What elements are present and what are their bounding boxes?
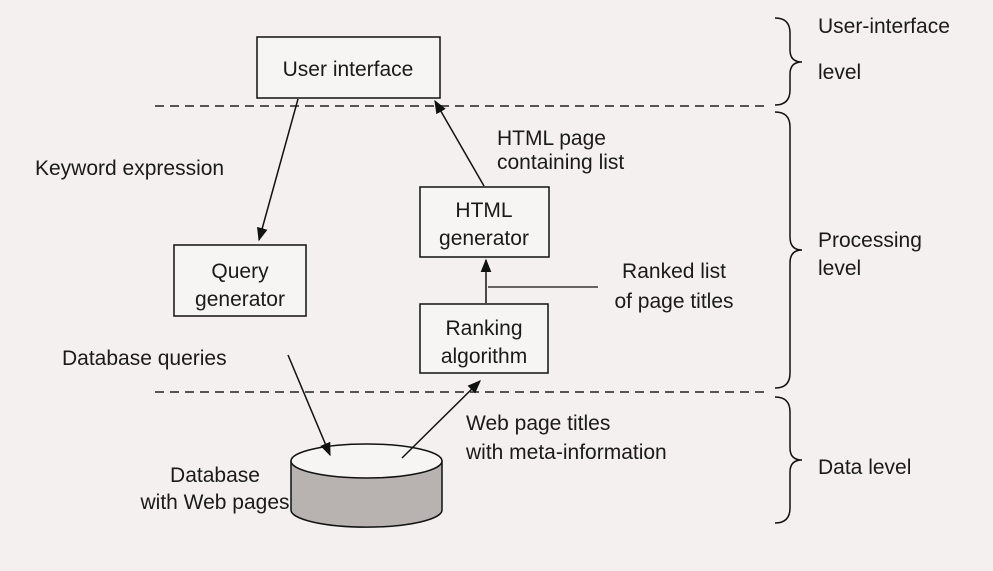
arrow-html-page xyxy=(434,99,485,187)
processing-level-label-1: Processing xyxy=(818,229,922,252)
query-generator-label-1: Query xyxy=(211,260,269,283)
web-page-titles-label-2: with meta-information xyxy=(465,441,667,464)
database-label-1: Database xyxy=(170,464,260,487)
user-interface-box: User interface xyxy=(256,36,441,99)
user-interface-label: User interface xyxy=(283,58,414,81)
ranking-algorithm-box: Ranking algorithm xyxy=(419,303,549,374)
ranked-list-label-1: Ranked list xyxy=(622,260,726,283)
ranked-list-label-2: of page titles xyxy=(614,290,733,313)
ranking-algorithm-label-2: algorithm xyxy=(441,345,527,368)
arrow-web-page-titles xyxy=(401,380,481,459)
html-generator-label-2: generator xyxy=(439,227,529,250)
ranking-algorithm-label-1: Ranking xyxy=(445,317,522,340)
database-queries-label: Database queries xyxy=(62,347,227,370)
brace-data-level xyxy=(774,396,803,524)
processing-level-label-2: level xyxy=(818,257,861,280)
brace-user-interface-level xyxy=(774,17,803,106)
user-interface-level-label-1: User-interface xyxy=(818,15,950,38)
database-label-2: with Web pages xyxy=(139,491,289,514)
html-page-label-1: HTML page xyxy=(497,127,606,150)
html-generator-box: HTML generator xyxy=(419,186,550,258)
html-page-label-2: containing list xyxy=(497,151,624,174)
database-cylinder xyxy=(290,443,443,528)
arrow-database-queries xyxy=(287,354,331,457)
query-generator-label-2: generator xyxy=(195,288,285,311)
query-generator-box: Query generator xyxy=(173,244,307,317)
data-level-label: Data level xyxy=(818,456,911,479)
user-interface-level-label-2: level xyxy=(818,61,861,84)
html-generator-label-1: HTML xyxy=(455,199,512,222)
brace-processing-level xyxy=(774,111,803,389)
web-page-titles-label-1: Web page titles xyxy=(466,412,610,435)
arrow-keyword-expression xyxy=(257,98,299,242)
keyword-expression-label: Keyword expression xyxy=(35,157,224,180)
